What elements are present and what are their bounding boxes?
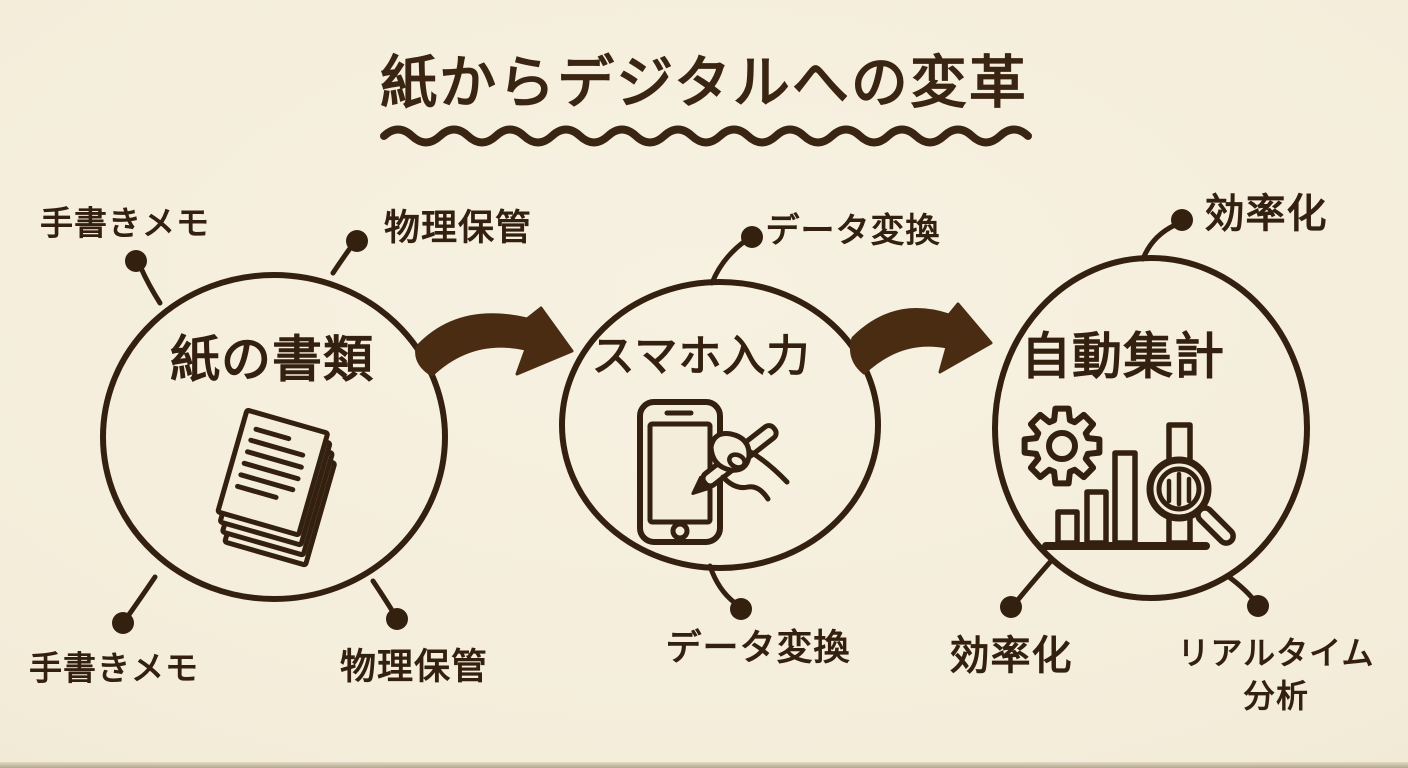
tag-stems-smartphone-input xyxy=(707,226,763,620)
curved-right-arrow-icon-1 xyxy=(415,306,574,377)
node-label-smartphone-input: スマホ入力 xyxy=(591,333,811,382)
tag-realtime-analysis: リアルタイム 分析 xyxy=(1177,632,1374,718)
paper-bottom-edge xyxy=(0,762,1408,768)
diagram-title: 紙からデジタルへの変革 xyxy=(380,51,1028,115)
writing-hand-icon xyxy=(708,431,790,502)
smartphone-handwriting-icon xyxy=(637,399,790,545)
gear-bar-chart-magnifier-icon xyxy=(1021,405,1236,550)
title-wavy-underline-icon xyxy=(380,125,1032,147)
tag-physical-storage-bottom: 物理保管 xyxy=(339,645,489,687)
tag-handwritten-memo-top: 手書きメモ xyxy=(40,204,210,242)
curved-right-arrow-icon-2 xyxy=(849,302,993,375)
tag-handwritten-memo-bottom: 手書きメモ xyxy=(29,649,199,687)
paper-stack-icon xyxy=(215,407,337,568)
tag-efficiency-top: 効率化 xyxy=(1204,192,1328,236)
tag-realtime-analysis-line1: リアルタイム xyxy=(1177,634,1375,671)
tag-efficiency-bottom: 効率化 xyxy=(949,634,1073,678)
node-label-auto-aggregation: 自動集計 xyxy=(1021,328,1225,385)
node-label-paper-documents: 紙の書類 xyxy=(170,331,374,388)
magnifier-icon xyxy=(1146,456,1236,546)
tag-stems-auto-aggregation xyxy=(1000,209,1269,618)
gear-icon xyxy=(1021,405,1103,487)
tag-physical-storage-top: 物理保管 xyxy=(383,206,533,248)
node-circle-paper-documents xyxy=(100,272,448,602)
tag-realtime-analysis-line2: 分析 xyxy=(1242,678,1310,714)
node-circle-smartphone-input xyxy=(559,279,881,571)
tag-stems-paper-documents xyxy=(112,230,408,634)
tag-data-conversion-bottom: データ変換 xyxy=(665,626,851,668)
node-circle-auto-aggregation xyxy=(992,255,1310,601)
document-text-lines xyxy=(235,426,306,500)
tag-data-conversion-top: データ変換 xyxy=(765,211,941,250)
gear-teeth xyxy=(1021,405,1103,487)
